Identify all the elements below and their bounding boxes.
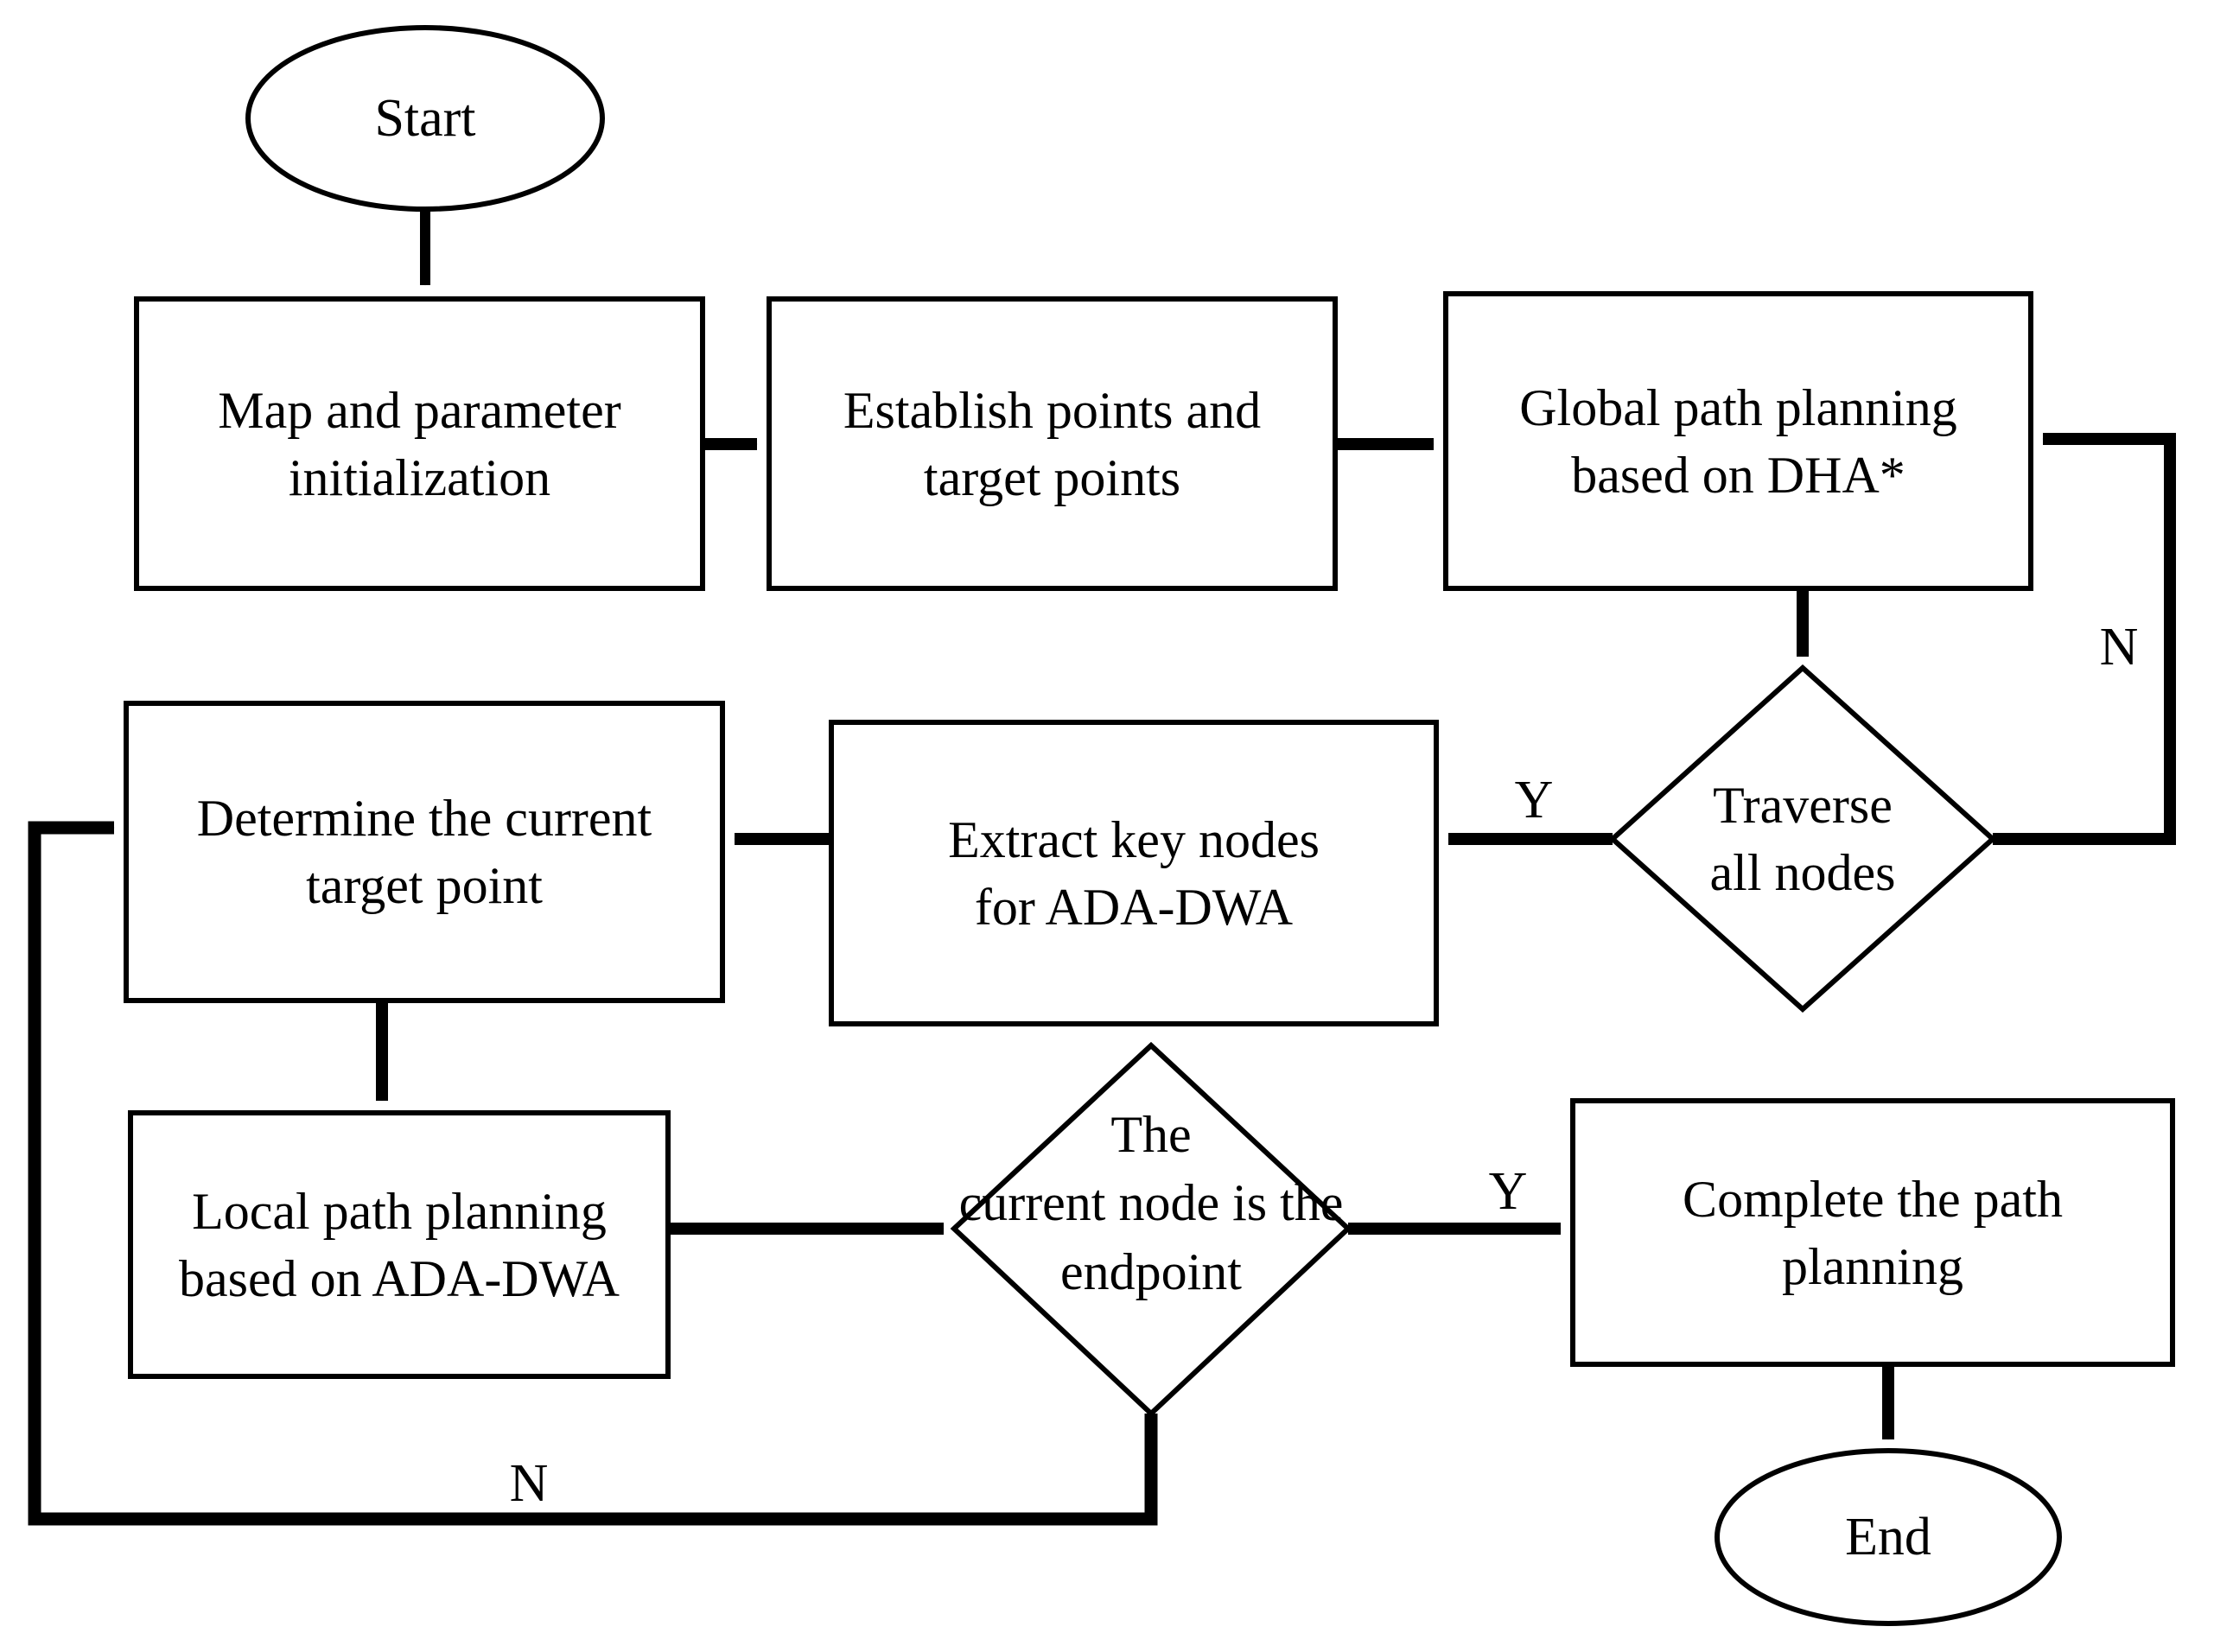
- node-extract-nodes-shape[interactable]: [829, 720, 1439, 1026]
- node-determine-target[interactable]: [126, 703, 722, 1001]
- node-end[interactable]: [1717, 1451, 2059, 1623]
- node-end-shape[interactable]: [1715, 1448, 2062, 1626]
- node-local-planning-shape[interactable]: [128, 1110, 671, 1379]
- node-local-planning[interactable]: [130, 1113, 668, 1376]
- node-start[interactable]: [248, 28, 602, 209]
- node-extract-nodes[interactable]: [831, 722, 1436, 1024]
- node-map-init-shape[interactable]: [134, 296, 705, 591]
- edge-is-endpoint-no-to-determine-target: [28, 821, 1158, 1526]
- node-determine-target-shape[interactable]: [124, 701, 725, 1003]
- node-complete-planning-shape[interactable]: [1570, 1098, 2175, 1367]
- node-complete-planning[interactable]: [1573, 1101, 2173, 1364]
- node-map-init[interactable]: [137, 299, 703, 588]
- node-traverse-nodes-shape[interactable]: [1608, 664, 1997, 1013]
- node-establish-points-shape[interactable]: [767, 296, 1338, 591]
- node-establish-points[interactable]: [769, 299, 1335, 588]
- node-traverse-nodes[interactable]: [1613, 668, 1993, 1009]
- node-global-planning-shape[interactable]: [1443, 291, 2033, 591]
- edge-traverse-nodes-no-to-global-planning: [1993, 433, 2176, 845]
- node-is-endpoint[interactable]: [954, 1045, 1348, 1414]
- node-global-planning[interactable]: [1446, 294, 2031, 588]
